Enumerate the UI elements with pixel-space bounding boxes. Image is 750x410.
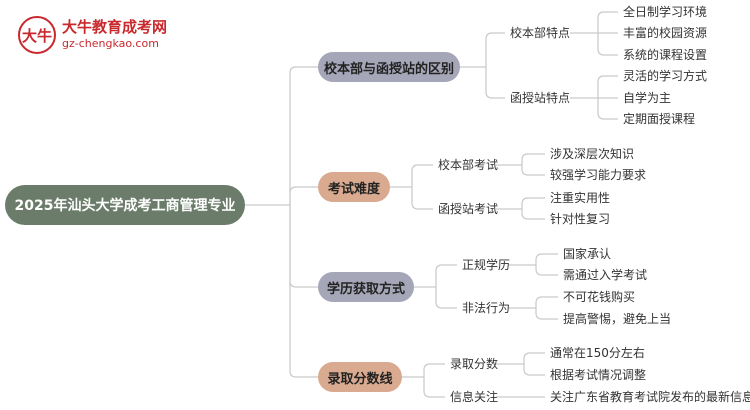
root-connector-link-1 — [289, 186, 318, 205]
difference-connector-link-0 — [485, 32, 505, 67]
logo-title: 大牛教育成考网 — [62, 18, 168, 36]
logo-url: gz-chengkao.com — [62, 37, 159, 50]
node-illegal-behavior: 非法行为 — [462, 301, 511, 315]
score-leaf-connector-link-1 — [523, 364, 545, 376]
node-info-attention: 信息关注 — [450, 390, 499, 404]
leaf-flexible-learning: 灵活的学习方式 — [623, 69, 708, 83]
site-logo[interactable]: 大牛 大牛教育成考网 gz-chengkao.com — [18, 14, 188, 58]
leaf-official-info: 关注广东省教育考试院发布的最新信息 — [550, 390, 750, 404]
leaf-entrance-exam: 需通过入学考试 — [563, 268, 648, 282]
node-main-campus-exam: 校本部考试 — [438, 158, 499, 172]
branch-exam-difficulty: 考试难度 — [318, 172, 390, 202]
leaf-score-adjusted: 根据考试情况调整 — [550, 368, 647, 382]
leaf-targeted-review: 针对性复习 — [550, 212, 611, 226]
score-connector-link-1 — [423, 377, 445, 398]
campus-leaf-connector-link-2 — [597, 33, 618, 56]
score-connector-link-0 — [423, 363, 445, 377]
node-admission-score: 录取分数 — [450, 357, 499, 371]
node-main-campus-features: 校本部特点 — [510, 26, 571, 40]
difficulty-connector-link-0 — [411, 164, 433, 187]
node-correspondence-features: 函授站特点 — [510, 91, 571, 105]
leaf-full-time-environment: 全日制学习环境 — [623, 5, 708, 19]
degree-connector-link-1 — [435, 287, 457, 309]
root-node: 2025年汕头大学成考工商管理专业 — [5, 185, 245, 225]
corr-leaf-connector-link-2 — [597, 98, 618, 120]
leaf-systematic-courses: 系统的课程设置 — [623, 48, 708, 62]
formal-leaf-connector-link-1 — [535, 265, 558, 276]
root-connector-link-3 — [289, 205, 318, 378]
node-formal-degree: 正规学历 — [462, 258, 511, 272]
branch-degree-acquisition: 学历获取方式 — [318, 272, 414, 302]
leaf-score-150: 通常在150分左右 — [550, 346, 645, 360]
logo-mark-icon: 大牛 — [18, 16, 56, 54]
formal-leaf-connector-link-0 — [535, 253, 558, 265]
leaf-regular-lectures: 定期面授课程 — [623, 112, 696, 126]
leaf-campus-resources: 丰富的校园资源 — [623, 26, 708, 40]
campus-leaf-connector-link-0 — [597, 11, 618, 33]
branch-school-difference: 校本部与函授站的区别 — [318, 52, 460, 82]
leaf-self-study: 自学为主 — [623, 91, 672, 105]
degree-connector-link-0 — [435, 264, 457, 287]
corr-exam-leaf-connector-link-1 — [521, 209, 545, 220]
corr-exam-leaf-connector-link-0 — [521, 197, 545, 209]
leaf-deep-knowledge: 涉及深层次知识 — [550, 147, 635, 161]
campus-exam-leaf-connector-link-0 — [521, 153, 545, 165]
leaf-learning-ability: 较强学习能力要求 — [550, 168, 647, 182]
corr-leaf-connector-link-0 — [597, 75, 618, 98]
leaf-state-recognized: 国家承认 — [563, 247, 612, 261]
difficulty-connector-link-1 — [411, 187, 433, 210]
difference-connector-link-1 — [485, 67, 505, 99]
leaf-practicality: 注重实用性 — [550, 191, 611, 205]
score-leaf-connector-link-0 — [523, 352, 545, 364]
campus-exam-leaf-connector-link-1 — [521, 165, 545, 176]
root-connector-link-2 — [289, 205, 318, 288]
leaf-no-buying: 不可花钱购买 — [563, 290, 636, 304]
leaf-stay-alert: 提高警惕，避免上当 — [563, 312, 672, 326]
root-connector-link-0 — [289, 66, 318, 205]
branch-admission-score: 录取分数线 — [318, 362, 402, 392]
node-correspondence-exam: 函授站考试 — [438, 202, 499, 216]
illegal-leaf-connector-link-1 — [535, 308, 558, 320]
illegal-leaf-connector-link-0 — [535, 296, 558, 308]
